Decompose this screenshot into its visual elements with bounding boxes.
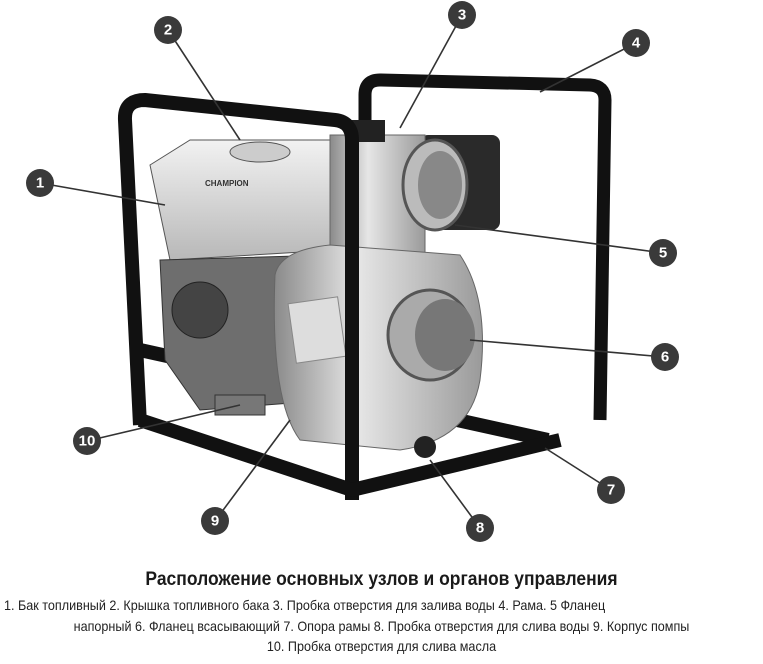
callout-9: 9 bbox=[201, 507, 229, 535]
callout-6: 6 bbox=[651, 343, 679, 371]
caption-line-2: напорный 6. Фланец всасывающий 7. Опора … bbox=[73, 618, 690, 634]
svg-text:6: 6 bbox=[661, 349, 669, 366]
svg-text:4: 4 bbox=[632, 35, 641, 52]
svg-text:1: 1 bbox=[36, 175, 44, 192]
svg-text:7: 7 bbox=[607, 482, 615, 499]
callouts: 1 2 3 4 5 6 7 8 9 10 bbox=[26, 1, 679, 542]
svg-text:3: 3 bbox=[458, 7, 466, 24]
callout-8: 8 bbox=[466, 514, 494, 542]
callout-1: 1 bbox=[26, 169, 54, 197]
diagram-title: Расположение основных узлов и органов уп… bbox=[145, 569, 618, 590]
callout-5: 5 bbox=[649, 239, 677, 267]
callout-7: 7 bbox=[597, 476, 625, 504]
callout-3: 3 bbox=[448, 1, 476, 29]
callout-2: 2 bbox=[154, 16, 182, 44]
brand-label: CHAMPION bbox=[205, 179, 249, 188]
caption-line-3: 10. Пробка отверстия для слива масла bbox=[266, 638, 497, 654]
svg-text:10: 10 bbox=[79, 433, 96, 450]
callout-10: 10 bbox=[73, 427, 101, 455]
leader-lines bbox=[39, 14, 666, 529]
svg-text:5: 5 bbox=[659, 245, 667, 262]
svg-text:8: 8 bbox=[476, 520, 484, 537]
caption-line-1: 1. Бак топливный 2. Крышка топливного ба… bbox=[4, 597, 606, 613]
frame-front bbox=[117, 93, 359, 500]
svg-text:9: 9 bbox=[211, 513, 219, 530]
svg-text:2: 2 bbox=[164, 22, 172, 39]
pump-body bbox=[273, 120, 483, 458]
callout-4: 4 bbox=[622, 29, 650, 57]
